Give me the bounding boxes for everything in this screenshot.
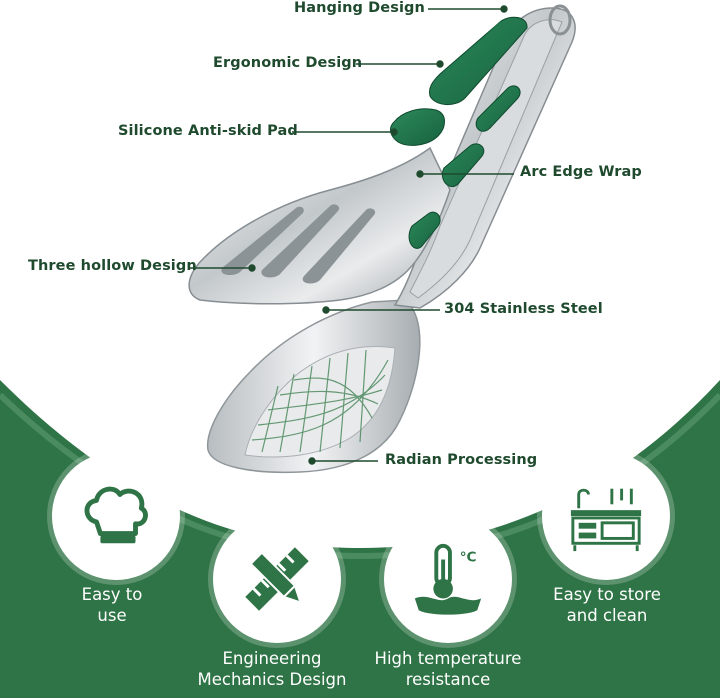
thermometer-icon: °C xyxy=(414,543,482,615)
celsius-unit: °C xyxy=(460,549,477,565)
pencil-ruler-icon xyxy=(245,547,309,611)
silicone-pads xyxy=(390,16,528,249)
callout-ergonomic-design: Ergonomic Design xyxy=(213,55,363,71)
tong-lower-head xyxy=(206,299,421,474)
tong-upper-head xyxy=(188,146,451,305)
callout-silicone-pad: Silicone Anti-skid Pad xyxy=(118,123,298,139)
feature-easy-store-circle xyxy=(542,452,670,580)
feature-engineering-circle xyxy=(213,515,341,643)
callout-arc-edge-wrap: Arc Edge Wrap xyxy=(520,164,642,180)
green-background xyxy=(0,380,720,698)
callout-radian-processing: Radian Processing xyxy=(385,452,538,468)
callout-lines xyxy=(188,5,514,465)
kitchen-sink-icon xyxy=(570,488,642,552)
feature-easy-to-use-circle xyxy=(52,452,180,580)
tong-handle xyxy=(393,4,576,309)
callout-hanging-design: Hanging Design xyxy=(294,0,425,16)
feature-temperature-circle: °C xyxy=(384,515,512,643)
callout-three-hollow-design: Three hollow Design xyxy=(28,258,197,274)
callout-stainless-steel: 304 Stainless Steel xyxy=(444,301,603,317)
chef-hat-icon xyxy=(84,486,148,544)
